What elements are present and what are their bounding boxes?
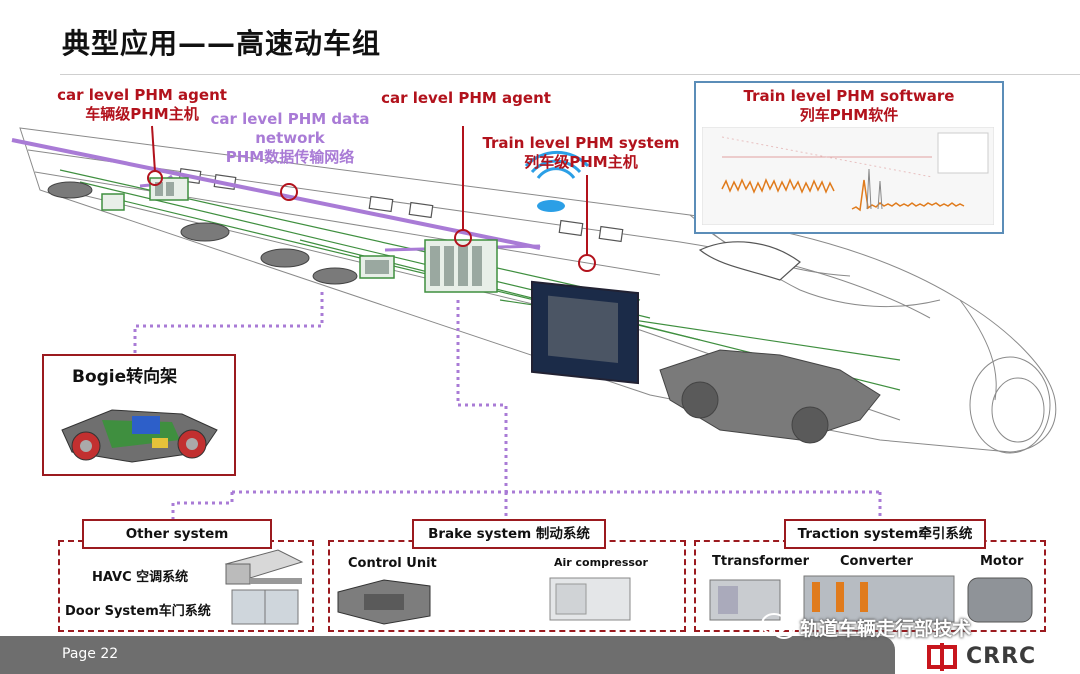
air-compressor-label: Air compressor <box>554 556 648 569</box>
train-system-cn: 列车级PHM主机 <box>524 153 638 171</box>
havc-label: HAVC 空调系统 <box>92 570 189 585</box>
other-system-title: Other system <box>82 519 272 549</box>
watermark-text: 轨道车辆走行部技术 <box>800 618 972 640</box>
train-software-en: Train level PHM software <box>743 87 955 105</box>
wechat-icon <box>761 613 795 639</box>
traction-system-images <box>709 575 1033 623</box>
software-chart-thumbnail <box>702 127 994 225</box>
train-software-label: Train level PHM software 列车PHM软件 <box>696 87 1002 125</box>
other-system-images <box>224 549 304 625</box>
title-divider <box>60 74 1080 75</box>
slide-title: 典型应用——高速动车组 <box>62 27 382 60</box>
footer-bar <box>0 636 895 674</box>
bogie-image <box>61 409 218 463</box>
motor-label: Motor <box>980 554 1024 569</box>
door-system-label: Door System车门系统 <box>65 604 211 619</box>
transformer-label: Ttransformer <box>712 554 810 569</box>
train-software-cn: 列车PHM软件 <box>799 106 899 124</box>
train-system-label: Train level PHM system 列车级PHM主机 <box>478 134 684 172</box>
brake-system-images <box>337 577 631 625</box>
brake-system-title: Brake system 制动系统 <box>412 519 606 549</box>
brand-name: CRRC <box>966 644 1037 669</box>
car-agent-1-en: car level PHM agent <box>57 86 227 104</box>
page-number: Page 22 <box>62 646 119 662</box>
software-screenshot-panel: Train level PHM software 列车PHM软件 <box>694 81 1004 234</box>
car-network-cn: PHM数据传输网络 <box>225 148 355 166</box>
crrc-logo-icon <box>927 643 957 671</box>
car-network-en: car level PHM data network <box>210 110 370 147</box>
traction-system-title: Traction system牵引系统 <box>784 519 986 549</box>
train-system-en: Train level PHM system <box>482 134 680 152</box>
bogie-panel: Bogie转向架 <box>42 354 236 476</box>
control-unit-label: Control Unit <box>348 556 437 571</box>
bogie-title: Bogie转向架 <box>72 367 178 387</box>
car-agent-2-label: car level PHM agent <box>381 89 551 107</box>
car-agent-1-label: car level PHM agent 车辆级PHM主机 <box>52 86 232 124</box>
car-agent-1-cn: 车辆级PHM主机 <box>85 105 199 123</box>
converter-label: Converter <box>840 554 913 569</box>
car-network-label: car level PHM data network PHM数据传输网络 <box>208 110 372 167</box>
